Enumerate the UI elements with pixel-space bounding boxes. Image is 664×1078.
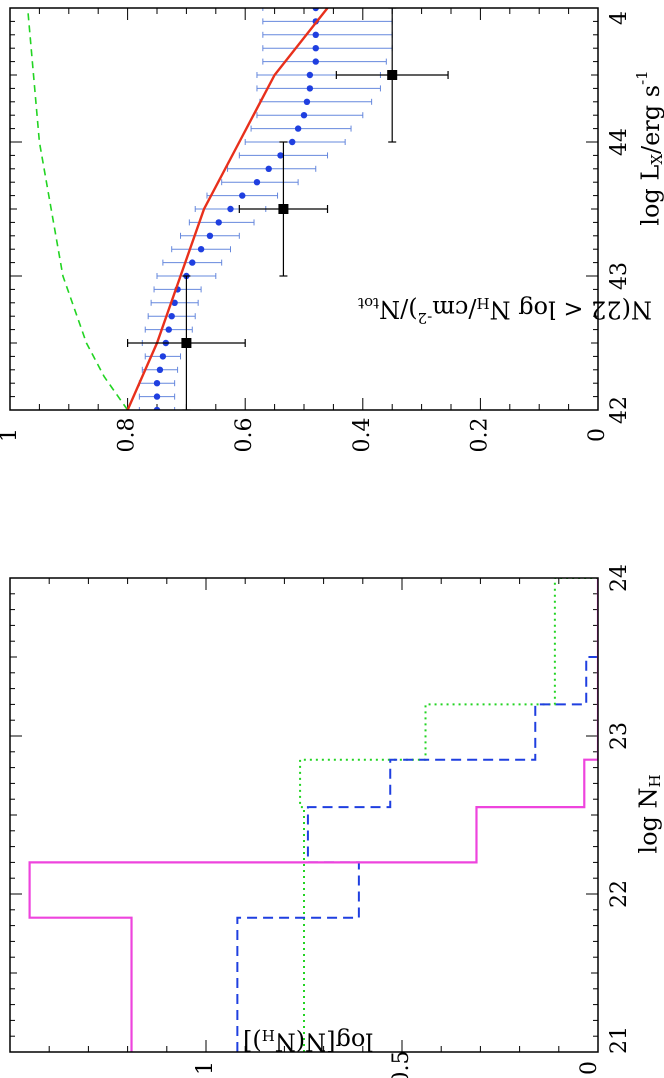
top-xtick-label: 44 [607,128,632,156]
bottom-ytick-label: 1 [193,1061,218,1075]
top-blue-point [289,138,296,146]
top-ytick-label: 0.6 [232,418,257,453]
top-blue-point [189,259,196,266]
top-ytick-label: 0.4 [350,418,375,453]
top-blue-point [306,71,314,79]
top-series-green-dashed [26,8,129,410]
top-blue-point [168,313,175,320]
bottom-xtick-label: 21 [607,1026,632,1054]
top-blue-point [171,299,178,306]
top-black-square [387,70,398,80]
top-blue-point [153,406,161,410]
bottom-ytick-label: 0 [577,1061,602,1075]
bottom-frame [9,577,599,1053]
top-blue-point [253,179,261,186]
top-xtick-label: 4 [607,11,632,25]
bottom-panel: 21 22 23 24 0 0.5 1 log NH log[N(NH)] [9,564,664,1078]
top-blue-point [312,8,319,12]
top-black-square [181,338,192,348]
bottom-ytick-label: 0.5 [389,1051,414,1078]
bottom-series-blue-dashed [236,578,598,1052]
bottom-yaxis-label: log[N(NH)] [243,1026,373,1056]
top-blue-point [165,326,172,333]
bottom-plot-area [28,578,598,1052]
top-ytick-label: 0.2 [467,418,492,453]
bottom-xaxis-label: log NH [635,774,664,853]
bottom-xtick-label: 24 [607,564,632,592]
top-ytick-label: 1 [0,428,22,442]
top-frame [9,7,599,411]
top-blue-point [153,380,161,387]
top-xaxis-label: log LX/erg s-1 [633,70,664,225]
top-plot-area [26,8,449,410]
top-blue-point [300,112,308,119]
top-blue-point [206,232,214,239]
top-blue-point [312,45,319,52]
top-blue-point [227,205,234,213]
top-blue-point [159,353,167,360]
top-xtick-label: 42 [607,396,632,424]
top-blue-point [306,85,314,92]
top-ytick-label: 0.8 [115,418,140,453]
top-xtick-label: 43 [607,262,632,290]
bottom-xtick-label: 22 [607,880,632,908]
top-yaxis-label: N(22 < log NH/cm-2)/Ntot [358,294,652,327]
top-blue-point [156,366,164,373]
top-blue-point [153,393,161,400]
top-blue-point [277,152,284,159]
top-blue-point [303,98,311,106]
bottom-series-magenta-solid [28,578,598,1052]
top-black-square [278,204,289,214]
bottom-xtick-label: 23 [607,722,632,750]
top-ytick-label: 0 [585,428,610,442]
top-blue-point [294,125,302,132]
top-blue-point [265,165,272,172]
bottom-series-green-dotted [299,578,598,1052]
top-blue-point [215,219,222,226]
top-blue-point [312,31,319,38]
top-blue-point [197,246,205,253]
top-blue-point [312,58,319,65]
top-blue-point [239,192,246,199]
